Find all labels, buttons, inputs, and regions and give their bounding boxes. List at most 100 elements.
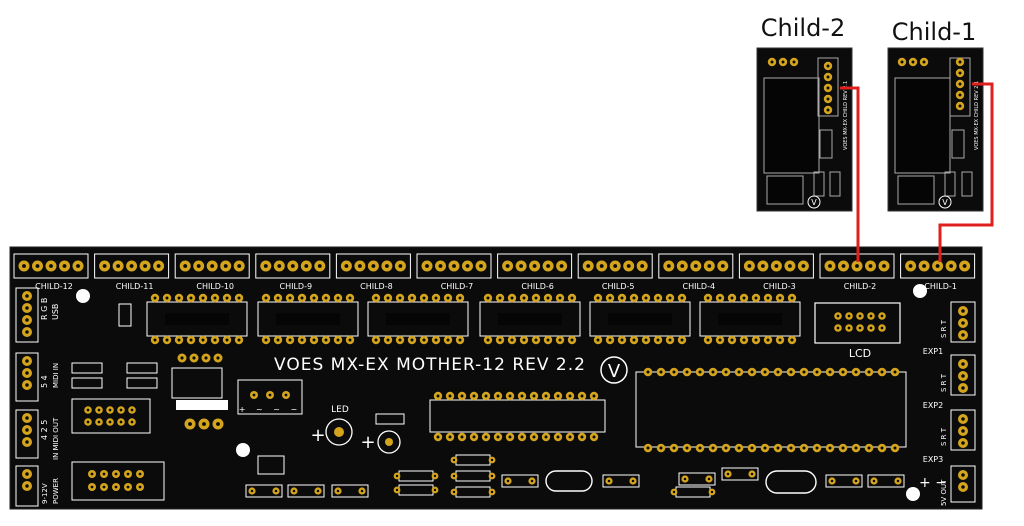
pad-hole (304, 264, 309, 268)
pad-hole (130, 420, 134, 424)
pad-hole (754, 338, 758, 342)
child-header-frame (174, 253, 250, 279)
pad-hole (656, 338, 660, 342)
ic-body (498, 313, 562, 325)
pad-hole (935, 264, 940, 268)
pad-hole (790, 338, 794, 342)
pad-hole (640, 264, 645, 268)
left-connector-pads (22, 291, 32, 491)
pad-hole (433, 488, 437, 492)
exp3-label: EXP3 (923, 455, 943, 464)
pad-hole (263, 264, 268, 268)
pad-hole (25, 371, 29, 375)
pad-hole (880, 326, 884, 330)
pad-hole (336, 489, 340, 493)
pad-hole (484, 435, 488, 439)
pad-hole (546, 264, 551, 268)
resistor-r1 (71, 362, 103, 374)
pad-hole (371, 264, 376, 268)
pad-hole (646, 370, 650, 374)
pad-hole (508, 435, 512, 439)
pad-hole (789, 370, 793, 374)
pad-hole (711, 446, 715, 450)
exp1-connector (950, 301, 976, 343)
pad-hole (826, 97, 830, 101)
mcu-main-pads (643, 367, 900, 453)
pad-hole (776, 370, 780, 374)
pad-hole (724, 370, 728, 374)
pad-hole (815, 370, 819, 374)
pad-hole (90, 472, 94, 476)
pad-hole (559, 264, 564, 268)
pad-hole (177, 338, 181, 342)
resistor-r3 (126, 362, 158, 374)
pad-hole (114, 472, 118, 476)
led-1-pad (334, 427, 344, 437)
pad-hole (276, 338, 280, 342)
pad-hole (776, 446, 780, 450)
pad-hole (556, 435, 560, 439)
pad-hole (596, 296, 600, 300)
pad-hole (680, 338, 684, 342)
crystal-2 (765, 470, 817, 494)
pad-hole (558, 338, 562, 342)
capacitor (867, 474, 905, 488)
pad-hole (872, 479, 876, 483)
pad-hole (384, 264, 389, 268)
pad-hole (534, 338, 538, 342)
pad-hole (826, 86, 830, 90)
child-board-2: V VOES MX-EX CHILD REV 2.1 (756, 47, 853, 212)
pad-hole (268, 393, 272, 397)
pad-hole (119, 408, 123, 412)
diode-d1 (118, 303, 132, 327)
pad-hole (196, 264, 201, 268)
pad-hole (546, 296, 550, 300)
pad-hole (153, 338, 157, 342)
pad-hole (961, 333, 965, 337)
child-header-frame (335, 253, 411, 279)
pad-hole (216, 356, 220, 360)
pad-hole (718, 296, 722, 300)
pad-hole (961, 417, 965, 421)
pad-hole (288, 338, 292, 342)
pad-hole (534, 296, 538, 300)
pad-hole (138, 485, 142, 489)
pad-hole (76, 264, 80, 268)
optocoupler (171, 367, 223, 399)
pad-hole (250, 489, 254, 493)
pad-hole (706, 296, 710, 300)
pad-hole (718, 338, 722, 342)
pad-hole (672, 490, 676, 494)
pad-hole (841, 264, 846, 268)
crystal-1 (545, 470, 593, 492)
pad-hole (237, 296, 241, 300)
pad-hole (763, 370, 767, 374)
pad-hole (237, 338, 241, 342)
pad-hole (854, 446, 858, 450)
pad-hole (277, 264, 282, 268)
child-header-label: CHILD-1 (924, 282, 957, 291)
pad-hole (766, 338, 770, 342)
mother-board: LCD VOES MX-EX MOTHER-12 REV 2.2 V R G B… (9, 246, 983, 510)
pad-hole (496, 435, 500, 439)
usb-label: USB (51, 304, 60, 320)
pad-hole (568, 394, 572, 398)
child2-resistor (819, 129, 833, 159)
voes-logo-glyph: V (608, 361, 621, 382)
pad-hole (790, 296, 794, 300)
pad-hole (720, 264, 725, 268)
idc-pads (84, 406, 144, 491)
led-1 (325, 418, 353, 446)
midi-out-pins: 4 2 5 (40, 420, 49, 440)
resistor-r4 (126, 377, 158, 389)
exp2-srt: S R T (940, 373, 948, 392)
child1-header-pads (955, 57, 965, 111)
pad-hole (458, 338, 462, 342)
pad-hole (962, 264, 967, 268)
child-header-row (13, 253, 976, 279)
pad-hole (680, 296, 684, 300)
child-header-frame (94, 253, 170, 279)
pad-hole (911, 60, 915, 64)
pad-hole (97, 420, 101, 424)
